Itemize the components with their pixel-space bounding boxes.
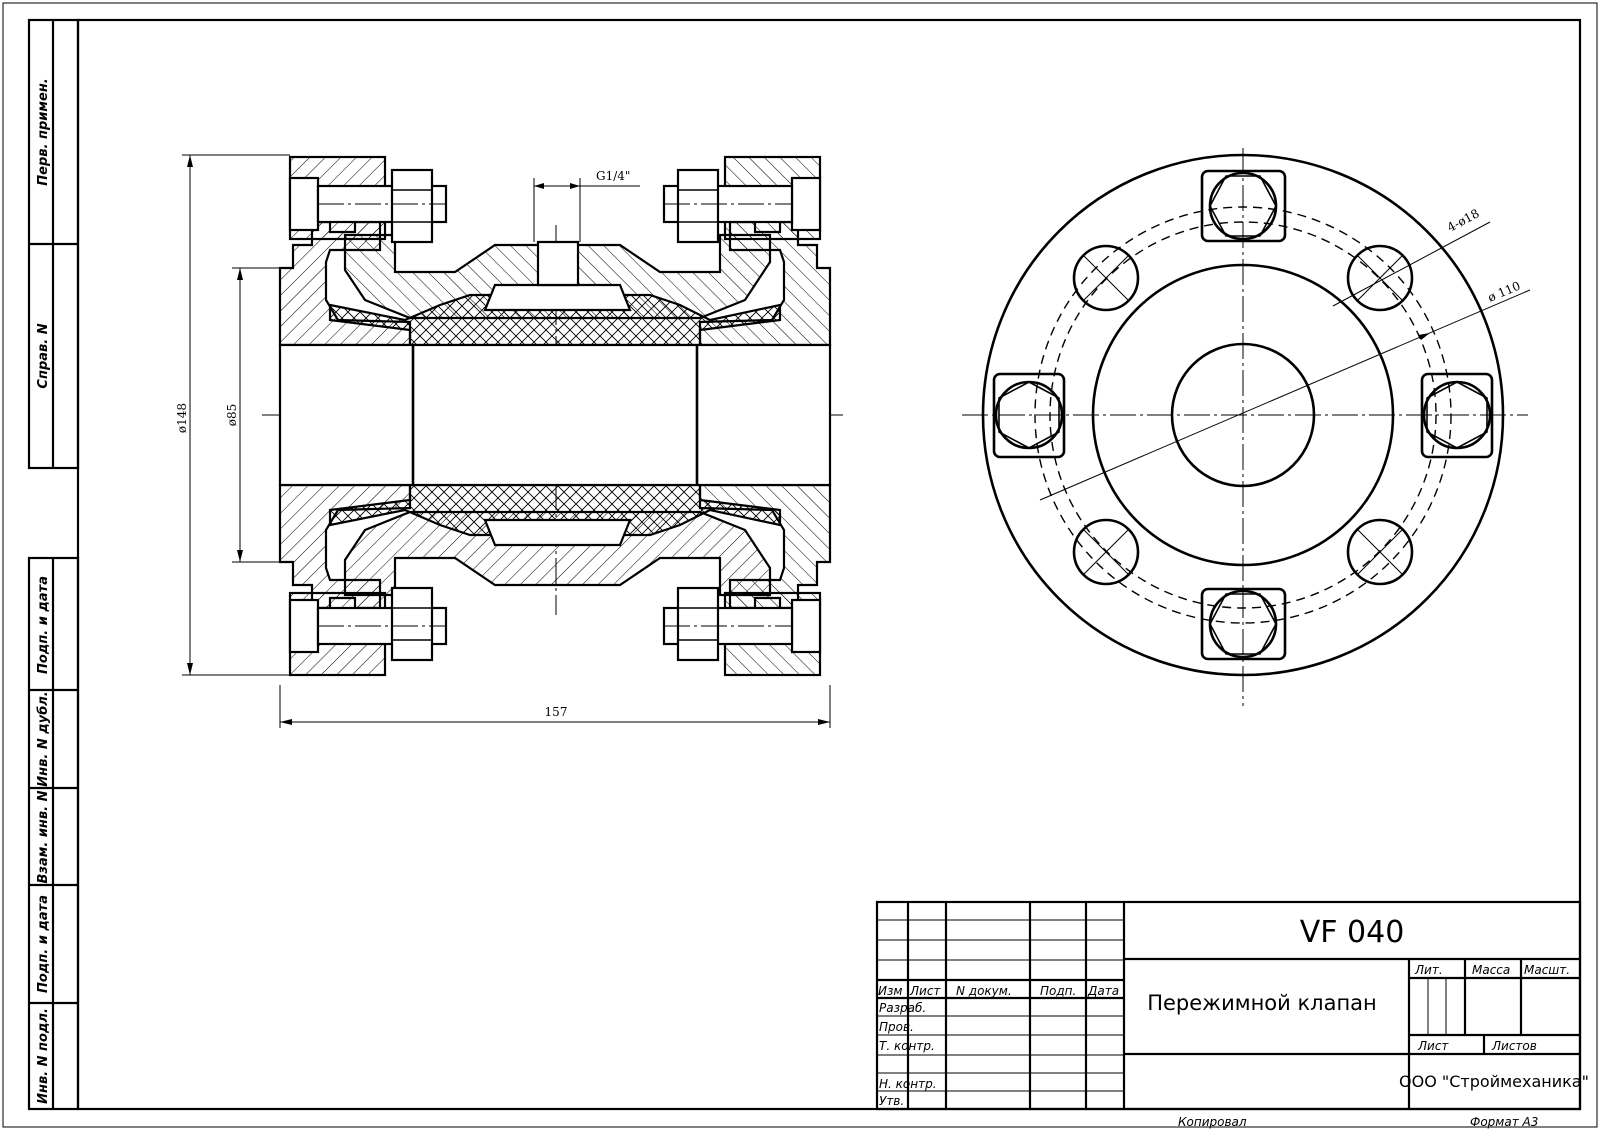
row-nkontr: Н. контр. bbox=[879, 1077, 937, 1091]
dim-thread: G1/4" bbox=[533, 169, 640, 242]
end-view: 4-ø18 ø 110 bbox=[962, 148, 1531, 706]
hole-bottom-left bbox=[1072, 518, 1140, 586]
col-izm: Изм bbox=[878, 984, 902, 998]
bolt-bottom-right bbox=[662, 586, 822, 662]
left-side-strip-bottom: Подп. и дата Инв. N дубл. Взам. инв. N П… bbox=[27, 556, 80, 1111]
hole-bottom-right bbox=[1346, 518, 1414, 586]
bolt-top-left bbox=[288, 168, 448, 244]
port bbox=[536, 240, 580, 287]
dim-length-label: 157 bbox=[545, 705, 568, 719]
dim-d85: ø85 bbox=[225, 267, 280, 563]
chamber-bottom bbox=[483, 518, 632, 547]
col-ndokum: N докум. bbox=[956, 984, 1012, 998]
bore-circle bbox=[1170, 342, 1316, 488]
section-view: ø148 ø85 157 G1/4" bbox=[175, 154, 845, 728]
sleeve-bottom bbox=[328, 483, 782, 537]
part-name: Пережимной клапан bbox=[1147, 991, 1377, 1015]
row-tkontr: Т. контр. bbox=[879, 1039, 935, 1053]
bolt-head-top bbox=[1200, 169, 1287, 243]
bolt-circle-inner bbox=[1049, 221, 1437, 609]
bolt-circle bbox=[1034, 206, 1452, 624]
bolt-head-left bbox=[992, 372, 1066, 459]
row-utv: Утв. bbox=[879, 1094, 904, 1108]
label-inv-dubl: Инв. N дубл. bbox=[36, 691, 51, 786]
dim-length: 157 bbox=[279, 685, 831, 728]
col-data: Дата bbox=[1087, 984, 1119, 998]
bolt-head-bottom bbox=[1200, 587, 1287, 661]
label-podp-data-2: Подп. и дата bbox=[36, 895, 51, 993]
col-massa: Масса bbox=[1472, 963, 1510, 977]
dim-thread-label: G1/4" bbox=[596, 169, 630, 183]
left-side-strip-top: Перв. примен. Справ. N bbox=[27, 18, 80, 470]
col-list: Лист bbox=[909, 984, 941, 998]
sleeve-top bbox=[328, 293, 782, 347]
bore bbox=[278, 343, 832, 487]
company-name: ООО "Строймеханика" bbox=[1399, 1072, 1589, 1091]
row-razrab: Разраб. bbox=[879, 1001, 926, 1015]
dim-d148: ø148 bbox=[175, 154, 290, 676]
body-circle bbox=[1091, 263, 1395, 567]
flange-outer-circle bbox=[981, 153, 1505, 677]
dim-d148-label: ø148 bbox=[175, 403, 189, 433]
dim-d85-label: ø85 bbox=[225, 404, 239, 427]
col-podp: Подп. bbox=[1040, 984, 1076, 998]
label-perv-primen: Перв. примен. bbox=[36, 78, 51, 185]
label-podp-data-1: Подп. и дата bbox=[36, 576, 51, 674]
hole-top-left bbox=[1072, 244, 1140, 312]
bolt-bottom-left bbox=[288, 586, 448, 662]
body-bottom bbox=[343, 510, 772, 597]
label-sprav-n: Справ. N bbox=[36, 323, 51, 388]
col-sheet: Лист bbox=[1417, 1039, 1449, 1053]
title-block: VF 040 Пережимной клапан ООО "Строймехан… bbox=[875, 900, 1589, 1129]
row-prov: Пров. bbox=[879, 1020, 914, 1034]
label-vzam-inv: Взам. инв. N bbox=[36, 790, 51, 883]
col-masht: Масшт. bbox=[1524, 963, 1570, 977]
hole-top-right bbox=[1346, 244, 1414, 312]
dim-d110: ø 110 bbox=[1039, 279, 1531, 501]
label-inv-podl: Инв. N подл. bbox=[36, 1008, 51, 1104]
bolt-top-right bbox=[662, 168, 822, 244]
dim-holes-label: 4-ø18 bbox=[1445, 206, 1482, 234]
kopiroval: Копировал bbox=[1178, 1115, 1247, 1129]
designation: VF 040 bbox=[1300, 915, 1405, 950]
col-lit: Лит. bbox=[1414, 963, 1443, 977]
chamber-top bbox=[483, 283, 632, 312]
format: Формат А3 bbox=[1470, 1115, 1538, 1129]
bolt-head-right bbox=[1420, 372, 1494, 459]
col-sheets: Листов bbox=[1491, 1039, 1537, 1053]
